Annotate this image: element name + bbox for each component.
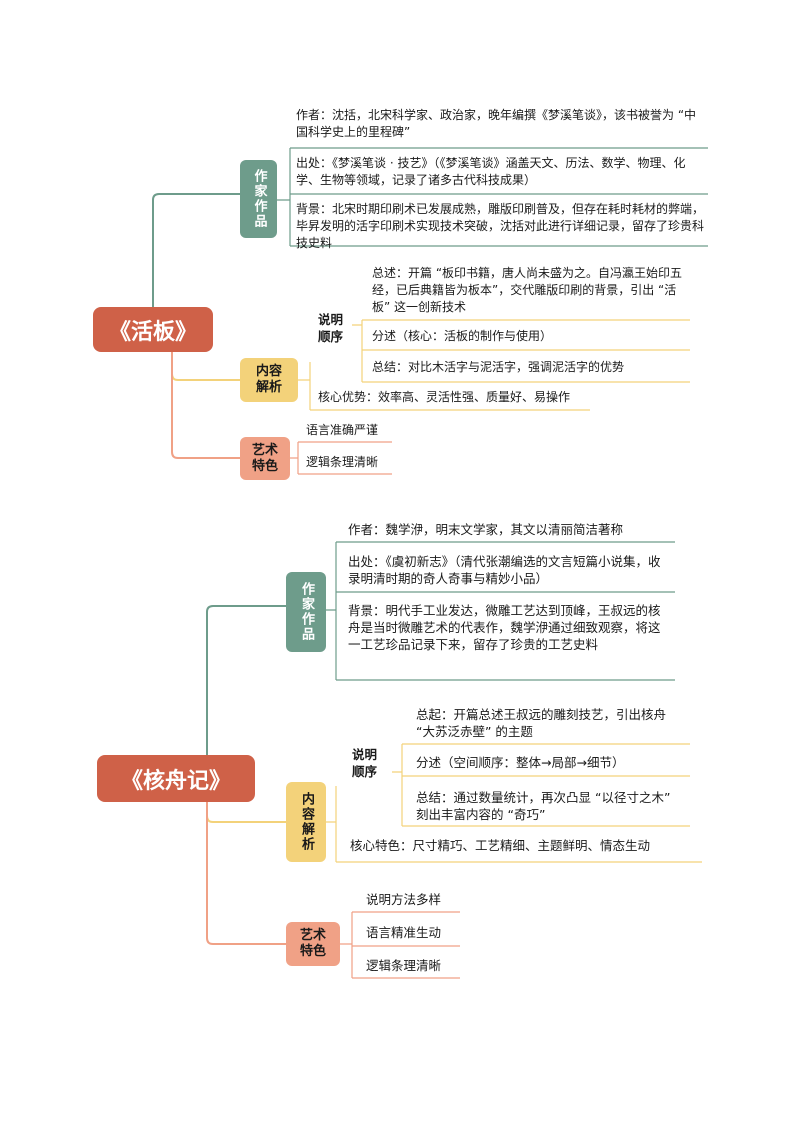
category-label: 艺术特色 bbox=[251, 442, 278, 474]
root-node-huoban: 《活板》 bbox=[93, 307, 213, 352]
line-m2-content-bracket bbox=[326, 786, 702, 863]
line-m1-content-bracket bbox=[298, 362, 590, 411]
author-item-3: 背景：北宋时期印刷术已发展成熟，雕版印刷普及，但存在耗时耗材的弊端，毕昇发明的活… bbox=[296, 202, 705, 250]
category-content-analysis: 内容解析 bbox=[286, 782, 326, 862]
line-m2-order-bracket bbox=[392, 743, 690, 827]
category-author-works: 作家作品 bbox=[240, 160, 277, 238]
category-author-works: 作家作品 bbox=[286, 572, 326, 652]
order-item-3: 总结：通过数量统计，再次凸显 “以径寸之木” 刻出丰富内容的 “奇巧” bbox=[416, 790, 671, 822]
category-content-analysis: 内容解析 bbox=[240, 358, 298, 402]
line-m1-art-bracket bbox=[290, 441, 392, 475]
order-label: 说明顺序 bbox=[318, 312, 344, 344]
author-item-3: 背景：明代手工业发达，微雕工艺达到顶峰，王叔远的核舟是当时微雕艺术的代表作，魏学… bbox=[348, 603, 661, 652]
core-advantage: 核心优势：效率高、灵活性强、质量好、易操作 bbox=[318, 390, 571, 404]
category-label: 艺术特色 bbox=[299, 928, 326, 959]
line-m2-art bbox=[206, 802, 286, 945]
category-label: 内容解析 bbox=[299, 792, 314, 852]
author-item-2: 出处：《虞初新志》（清代张潮编选的文言短篇小说集，收录明清时期的奇人奇事与精妙小… bbox=[348, 554, 661, 586]
line-m2-author bbox=[206, 605, 286, 755]
author-item-2: 出处：《梦溪笔谈 · 技艺》（《梦溪笔谈》涵盖天文、历法、数学、物理、化学、生物… bbox=[296, 156, 686, 187]
line-m1-art bbox=[171, 352, 240, 459]
art-item-2: 逻辑条理清晰 bbox=[306, 455, 379, 469]
art-item-1: 说明方法多样 bbox=[366, 892, 442, 907]
order-item-3: 总结：对比木活字与泥活字，强调泥活字的优势 bbox=[372, 360, 625, 374]
root-node-hezhouji: 《核舟记》 bbox=[97, 755, 255, 802]
line-m2-art-bracket bbox=[340, 911, 460, 979]
author-item-1: 作者：魏学洢，明末文学家，其文以清丽简洁著称 bbox=[348, 522, 624, 537]
order-item-2: 分述（核心：活板的制作与使用） bbox=[372, 329, 553, 343]
art-item-2: 语言精准生动 bbox=[366, 925, 442, 940]
category-label: 作家作品 bbox=[299, 582, 314, 642]
order-item-2: 分述（空间顺序：整体→局部→细节） bbox=[416, 755, 625, 770]
line-m2-content bbox=[206, 802, 286, 823]
art-item-1: 语言准确严谨 bbox=[306, 423, 379, 437]
order-item-1: 总述：开篇 “板印书籍，唐人尚未盛为之。自冯瀛王始印五经，已后典籍皆为板本”，交… bbox=[372, 266, 683, 314]
core-feature: 核心特色：尺寸精巧、工艺精细、主题鲜明、情态生动 bbox=[350, 838, 651, 853]
order-label: 说明顺序 bbox=[352, 747, 378, 779]
category-label: 作家作品 bbox=[251, 169, 267, 229]
category-art-features: 艺术特色 bbox=[286, 922, 340, 966]
art-item-3: 逻辑条理清晰 bbox=[366, 958, 442, 973]
line-m1-author bbox=[152, 193, 240, 307]
category-label: 内容解析 bbox=[255, 364, 282, 395]
order-item-1: 总起：开篇总述王叔远的雕刻技艺，引出核舟 “大苏泛赤壁” 的主题 bbox=[416, 707, 667, 739]
author-item-1: 作者：沈括，北宋科学家、政治家，晚年编撰《梦溪笔谈》，该书被誉为 “中国科学史上… bbox=[296, 108, 697, 139]
category-art-features: 艺术特色 bbox=[240, 437, 290, 480]
line-m2-author-bracket bbox=[326, 541, 675, 681]
line-m1-author-bracket bbox=[277, 147, 708, 247]
line-m1-content bbox=[171, 352, 240, 381]
line-m1-order-bracket bbox=[352, 319, 690, 383]
